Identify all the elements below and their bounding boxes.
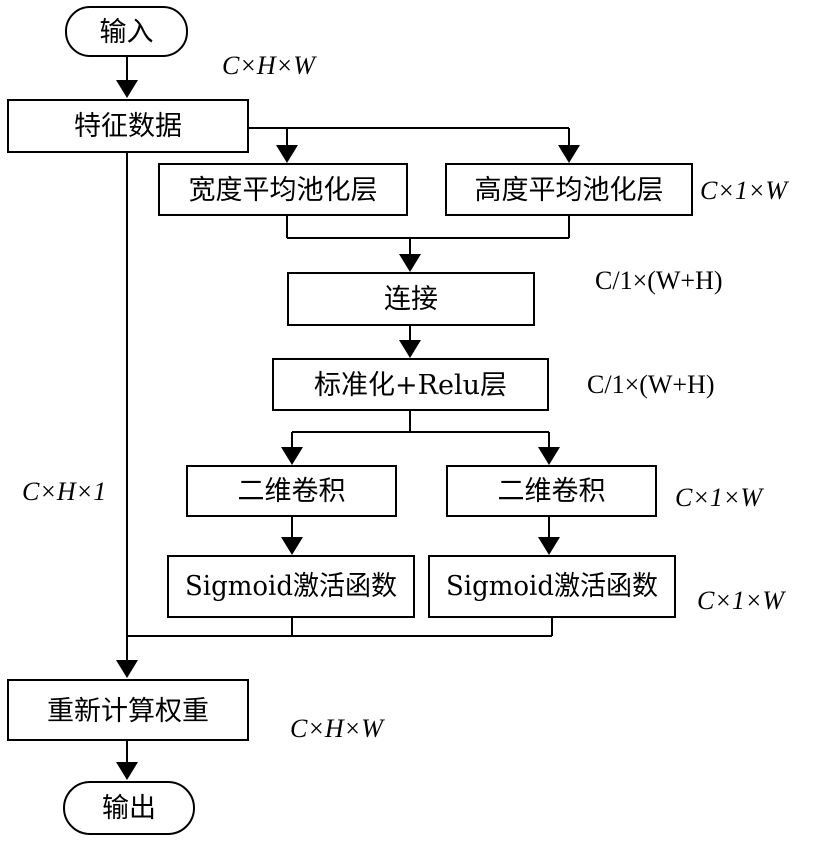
output-label: 输出 xyxy=(102,793,156,824)
sigmoid-left-box xyxy=(167,555,415,618)
width-pool-label: 宽度平均池化层 xyxy=(189,175,378,206)
arrowhead-feature xyxy=(116,80,138,98)
norm-relu-box xyxy=(272,358,549,411)
concat-label: 连接 xyxy=(384,284,438,315)
arrowhead-norm xyxy=(399,340,421,358)
arrowhead-sigmoid-right xyxy=(538,537,560,555)
arrowhead-conv-right xyxy=(538,447,560,465)
concat-box xyxy=(287,272,535,326)
conv-right-label: 二维卷积 xyxy=(498,476,606,507)
arrowhead-output xyxy=(116,762,138,780)
conv-left-label: 二维卷积 xyxy=(238,476,346,507)
output-terminal xyxy=(63,781,195,835)
dim-label-input: C×H×W xyxy=(222,51,317,80)
dim-label-pool: C×1×W xyxy=(700,176,789,205)
node-width-pool: 宽度平均池化层 xyxy=(158,163,408,216)
node-height-pool: 高度平均池化层 xyxy=(445,163,693,216)
dim-label-bypass: C×H×1 xyxy=(22,477,106,506)
node-sigmoid-left: Sigmoid激活函数 xyxy=(167,555,415,618)
feature-data-label: 特征数据 xyxy=(74,111,182,142)
height-pool-box xyxy=(445,163,693,216)
conv-right-box xyxy=(446,465,657,517)
arrowhead-conv-left xyxy=(281,447,303,465)
edges xyxy=(116,56,580,780)
node-reweight: 重新计算权重 xyxy=(7,679,249,741)
arrowhead-width-pool xyxy=(276,145,298,163)
dim-label-sigmoid: C×1×W xyxy=(697,586,786,615)
dim-label-conv: C×1×W xyxy=(675,483,764,512)
node-input: 输入 xyxy=(65,6,188,57)
sigmoid-left-label: Sigmoid激活函数 xyxy=(185,571,397,602)
node-output: 输出 xyxy=(63,781,195,835)
reweight-label: 重新计算权重 xyxy=(47,696,209,727)
arrowhead-reweight xyxy=(116,660,138,678)
arrowhead-concat xyxy=(399,254,421,272)
sigmoid-right-label: Sigmoid激活函数 xyxy=(446,571,658,602)
node-feature-data: 特征数据 xyxy=(7,99,249,153)
node-norm-relu: 标准化+Relu层 xyxy=(272,358,549,411)
height-pool-label: 高度平均池化层 xyxy=(475,175,664,206)
node-sigmoid-right: Sigmoid激活函数 xyxy=(428,555,676,618)
dim-label-concat: C/1×(W+H) xyxy=(595,266,723,295)
input-terminal xyxy=(65,6,188,57)
norm-relu-label: 标准化+Relu层 xyxy=(314,370,507,401)
arrowhead-height-pool xyxy=(558,145,580,163)
input-label: 输入 xyxy=(100,17,154,48)
node-conv-left: 二维卷积 xyxy=(186,465,397,517)
arrowhead-sigmoid-left xyxy=(281,537,303,555)
reweight-box xyxy=(7,679,249,741)
dim-label-norm: C/1×(W+H) xyxy=(587,370,715,399)
dim-label-reweight: C×H×W xyxy=(290,714,385,743)
conv-left-box xyxy=(186,465,397,517)
sigmoid-right-box xyxy=(428,555,676,618)
feature-data-box xyxy=(7,99,249,153)
node-conv-right: 二维卷积 xyxy=(446,465,657,517)
node-concat: 连接 xyxy=(287,272,535,326)
width-pool-box xyxy=(158,163,408,216)
